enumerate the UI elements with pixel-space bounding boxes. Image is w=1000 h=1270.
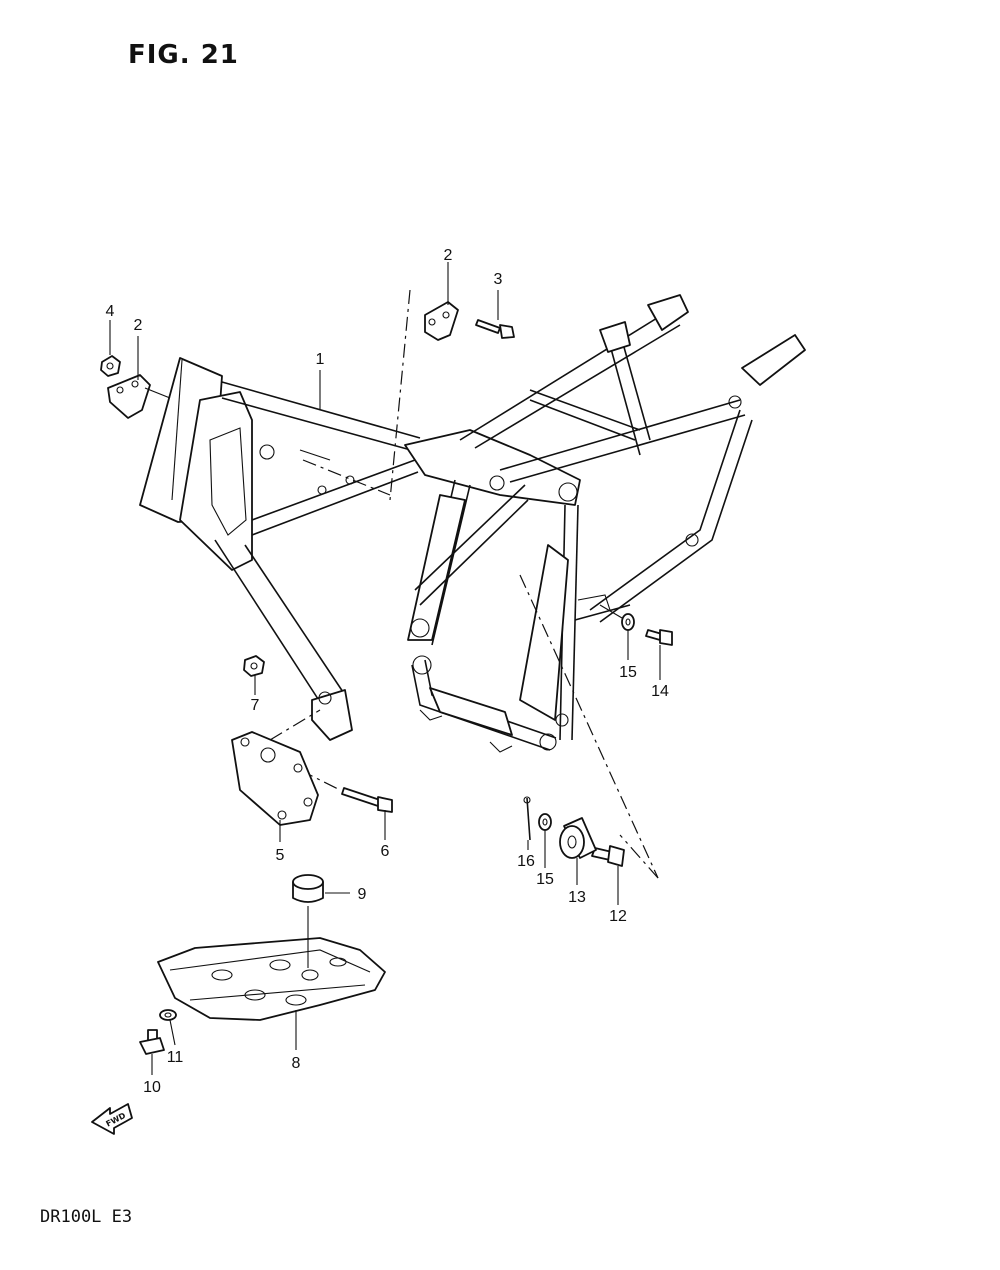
forward-arrow-icon: FWD — [91, 1103, 133, 1135]
main-frame-icon — [139, 294, 806, 753]
engine-mount-bracket-icon — [231, 731, 319, 826]
callout-label: 2 — [134, 317, 143, 334]
callout-label: 16 — [517, 853, 535, 870]
bushing-icon — [559, 817, 597, 859]
bolt-icon — [341, 787, 393, 813]
callout-label: 12 — [609, 908, 627, 925]
callout-label: 11 — [167, 1049, 184, 1066]
callout-label: 6 — [381, 843, 390, 860]
bolt-icon — [645, 629, 673, 646]
callout-label: 2 — [444, 247, 453, 264]
bolt-icon — [475, 319, 515, 339]
callout-label: 8 — [292, 1055, 301, 1072]
bracket-icon — [424, 301, 459, 341]
washer-icon — [621, 613, 635, 631]
callout-label: 3 — [494, 271, 503, 288]
callout-label: 1 — [316, 351, 325, 368]
callout-labels: 1 2 2 3 4 5 6 7 8 9 10 11 12 13 14 15 15… — [106, 247, 669, 1096]
cushion-icon — [292, 874, 324, 903]
callout-label: 5 — [276, 847, 285, 864]
leader-lines — [109, 262, 661, 1075]
washer-icon — [538, 813, 552, 831]
cotter-pin-icon — [523, 796, 531, 841]
callout-label: 15 — [536, 871, 554, 888]
nut-icon — [100, 355, 121, 377]
figure-title: FIG. 21 — [128, 40, 239, 70]
washer-icon — [159, 1009, 177, 1021]
callout-label: 13 — [568, 889, 586, 906]
bracket-icon — [107, 374, 151, 419]
callout-label: 7 — [251, 697, 260, 714]
skid-plate-icon — [157, 937, 386, 1021]
callout-label: 14 — [651, 683, 669, 700]
callout-label: 15 — [619, 664, 637, 681]
callout-label: 4 — [106, 303, 115, 320]
model-code: DR100L E3 — [40, 1207, 133, 1227]
pin-icon — [591, 845, 625, 867]
callout-label: 10 — [143, 1079, 161, 1096]
nut-icon — [243, 655, 265, 677]
callout-label: 9 — [358, 886, 367, 903]
bolt-icon — [139, 1029, 165, 1055]
